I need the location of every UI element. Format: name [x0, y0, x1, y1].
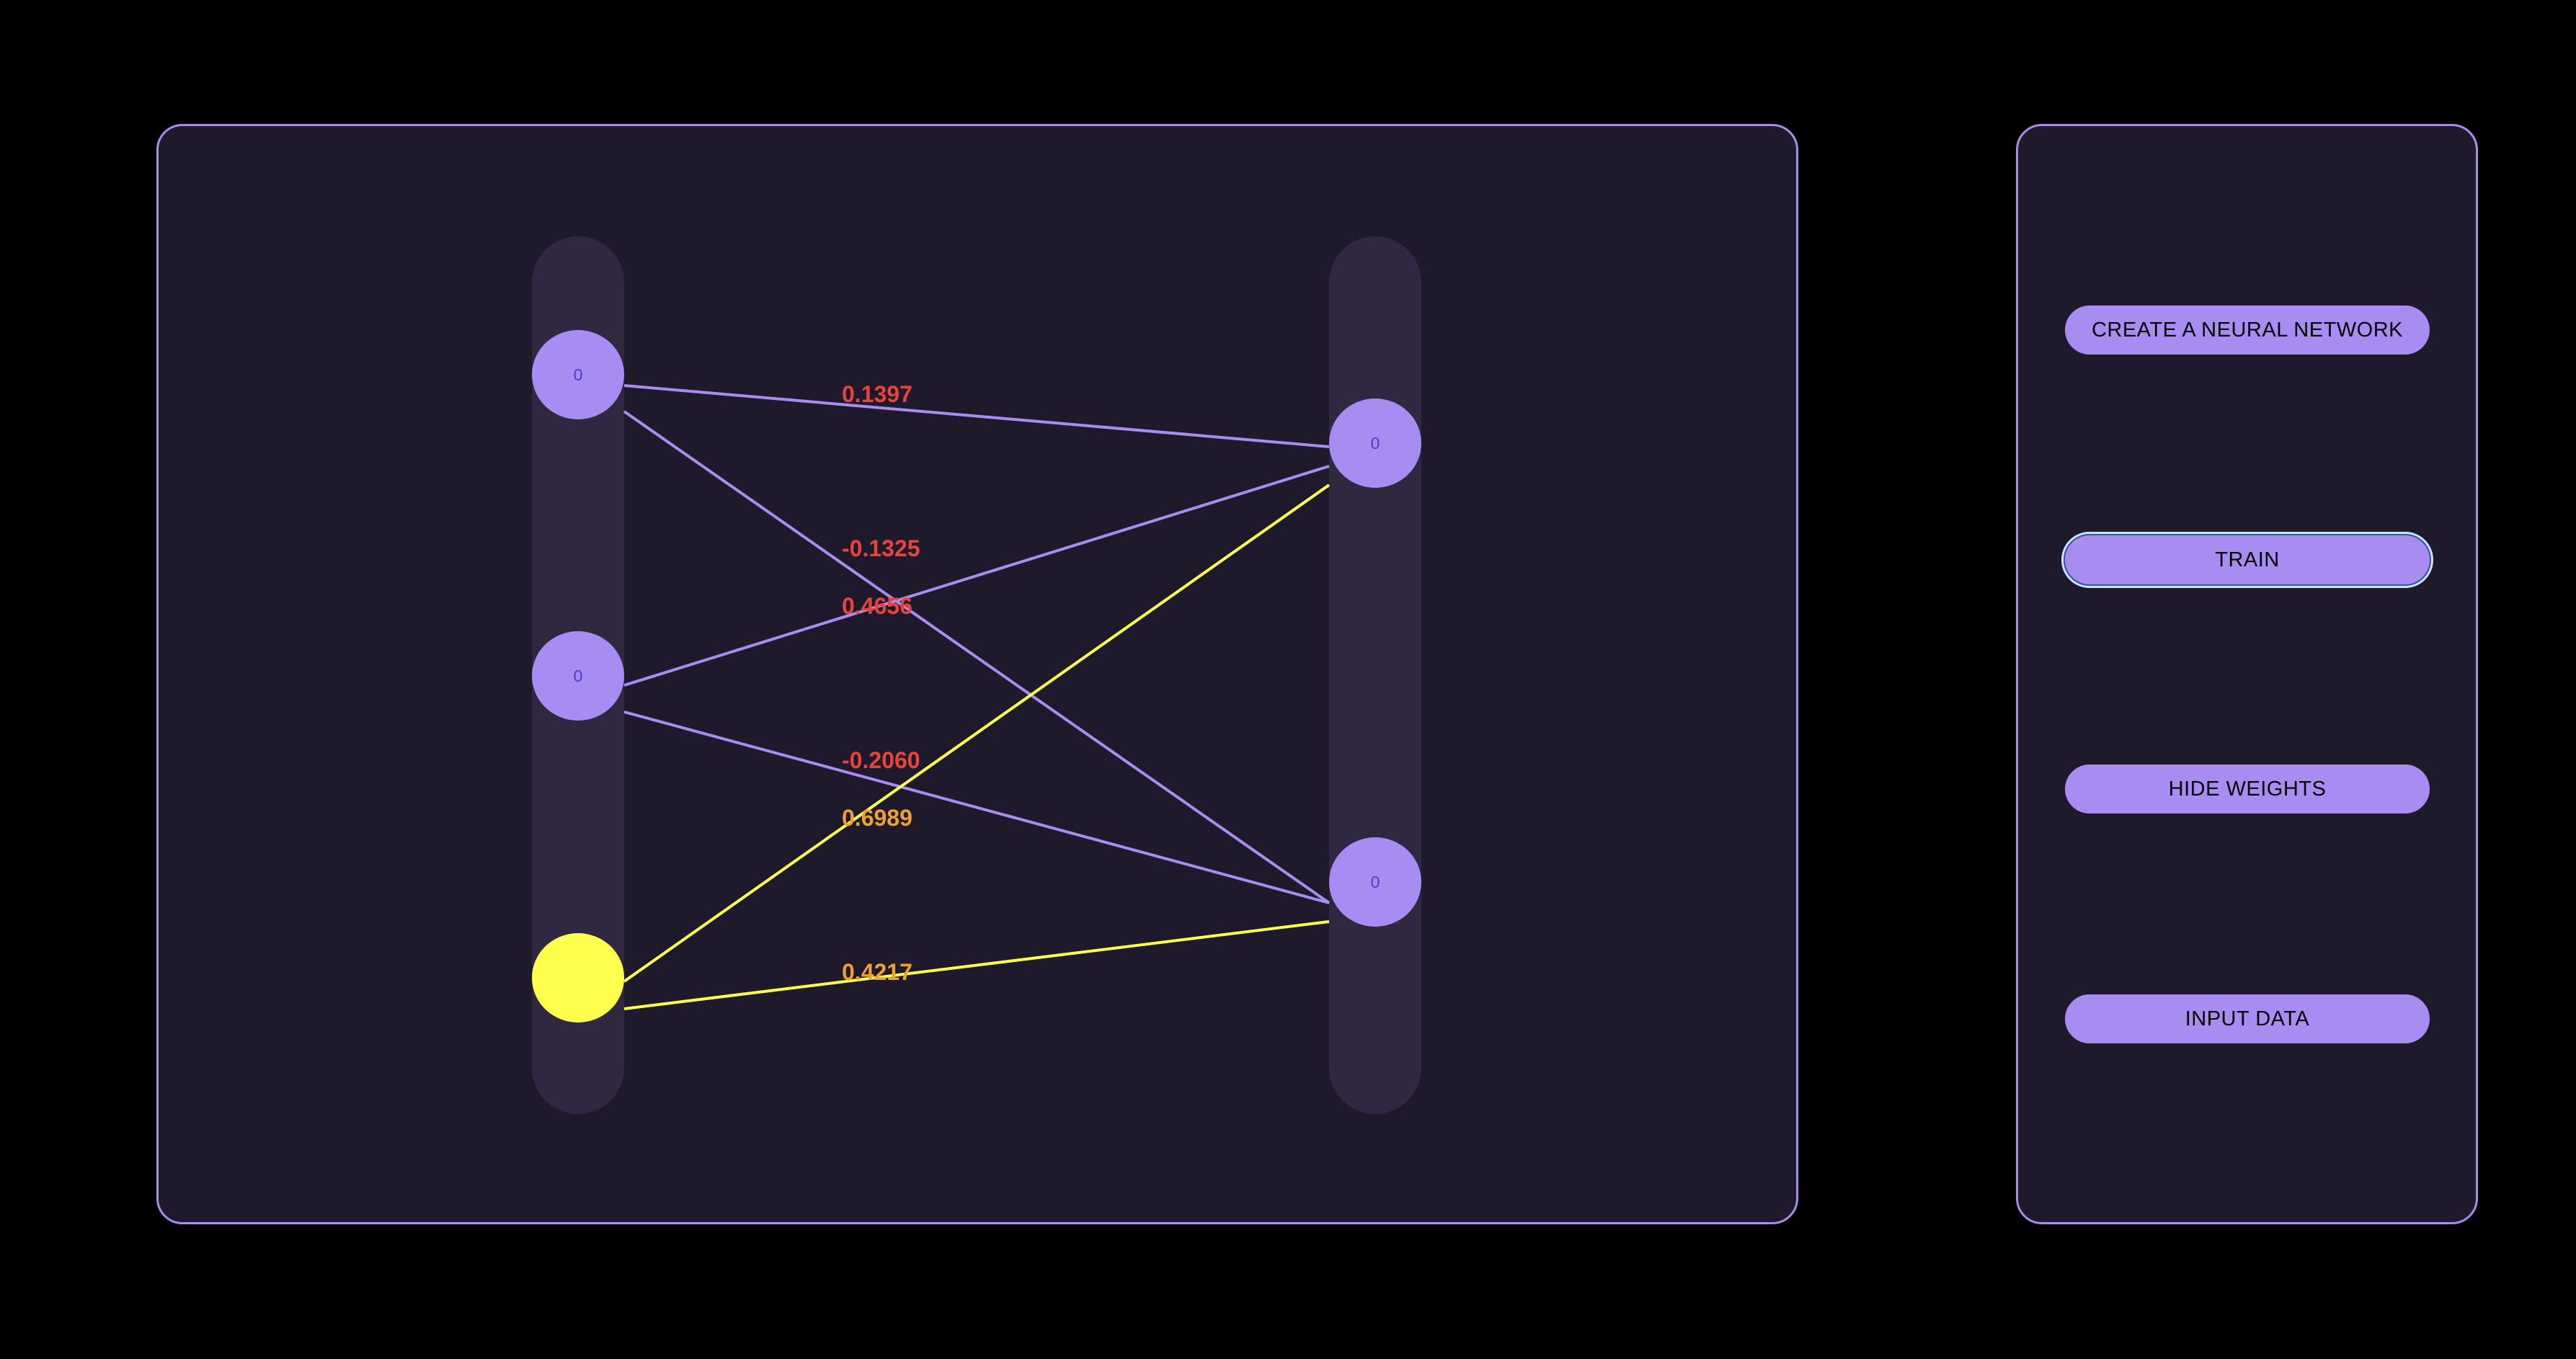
output-layer-column — [1329, 236, 1421, 1114]
weight-label-in2-out1: 0.4656 — [842, 593, 912, 619]
input-data-button[interactable]: INPUT DATA — [2065, 994, 2430, 1043]
weight-label-in1-out2: -0.1325 — [842, 535, 920, 561]
weight-label-in3-out2: 0.4217 — [842, 959, 912, 985]
input-neuron-3[interactable] — [532, 933, 624, 1022]
output-neuron-2[interactable]: 0 — [1329, 837, 1421, 927]
hide-weights-button[interactable]: HIDE WEIGHTS — [2065, 765, 2430, 814]
train-button[interactable]: TRAIN — [2061, 532, 2433, 588]
input-neuron-2[interactable]: 0 — [532, 631, 624, 721]
weight-label-in3-out1: 0.6989 — [842, 805, 912, 831]
network-panel — [156, 124, 1798, 1224]
controls-panel — [2016, 124, 2478, 1224]
output-neuron-1[interactable]: 0 — [1329, 398, 1421, 488]
input-neuron-1[interactable]: 0 — [532, 330, 624, 419]
weight-label-in2-out2: -0.2060 — [842, 747, 920, 773]
weight-label-in1-out1: 0.1397 — [842, 381, 912, 407]
create-network-button[interactable]: CREATE A NEURAL NETWORK — [2065, 306, 2430, 355]
